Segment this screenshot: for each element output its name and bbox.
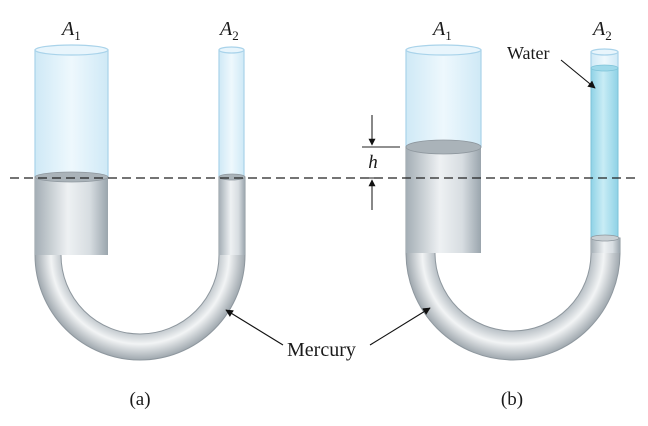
- height-dimension: h: [362, 115, 400, 210]
- water-label: Water: [507, 43, 550, 63]
- label-a-narrow-arm: A2: [218, 18, 239, 43]
- panel-b: [405, 44, 621, 361]
- label-b-narrow-arm: A2: [591, 18, 612, 43]
- mercury-u-a: [34, 171, 246, 361]
- mercury-surface-narrow-a: [218, 173, 246, 181]
- mercury-pointer-b: [369, 307, 431, 346]
- label-b-wide-arm: A1: [431, 18, 452, 43]
- mercury-surface-wide-a: [34, 171, 109, 183]
- glass-tube-wide-arm-b: [405, 44, 482, 148]
- panel-a: [34, 44, 246, 361]
- height-label: h: [368, 152, 378, 173]
- caption-a: (a): [129, 389, 150, 410]
- glass-tube-wide-arm-a: [34, 44, 109, 178]
- mercury-surface-narrow-b: [590, 234, 620, 242]
- label-a-wide-arm: A1: [60, 18, 81, 43]
- water-column-b: [590, 64, 619, 239]
- mercury-label: Mercury: [287, 339, 356, 361]
- mercury-pointer-a: [225, 309, 284, 346]
- mercury-u-b: [405, 139, 621, 361]
- caption-b: (b): [501, 389, 523, 410]
- glass-tube-narrow-arm-b: [590, 48, 619, 69]
- water-pointer-arrow: [560, 59, 596, 89]
- glass-tube-narrow-arm-a: [218, 46, 245, 178]
- mercury-surface-wide-b: [405, 139, 482, 155]
